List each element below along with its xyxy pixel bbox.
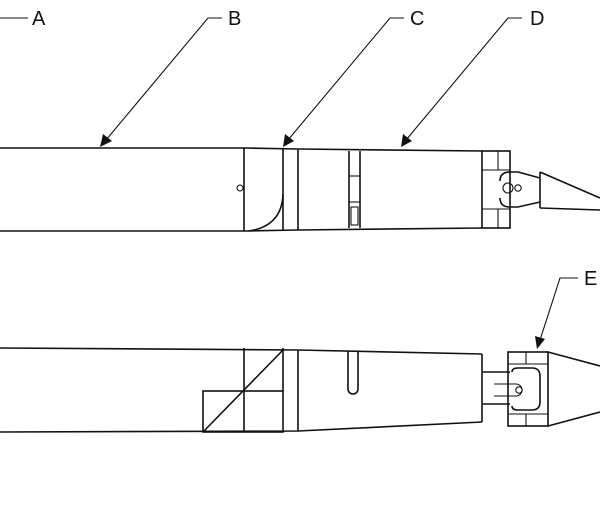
side-view-assembly	[0, 347, 600, 433]
clevis-block	[507, 351, 549, 427]
callout-a: A	[0, 8, 46, 30]
callout-d: D	[401, 8, 544, 147]
diagonal-cut-box	[202, 390, 284, 433]
callout-label-d: D	[530, 8, 544, 30]
end-block	[481, 150, 511, 229]
side-tapered-nose	[547, 351, 600, 367]
clevis-jaw	[499, 171, 541, 208]
callout-label-c: C	[410, 8, 424, 30]
side-slot	[347, 351, 359, 395]
body-bottom-edge	[0, 227, 483, 232]
side-body-top	[0, 347, 483, 355]
clevis-pin	[514, 184, 522, 192]
callout-label-a: A	[32, 8, 46, 30]
tapered-tip	[539, 171, 600, 199]
callout-label-b: B	[228, 8, 241, 30]
slot-window	[350, 206, 359, 226]
pivot-hole	[236, 184, 244, 192]
top-view-assembly	[0, 147, 600, 232]
callout-c: C	[283, 8, 424, 147]
body-top-edge	[0, 147, 483, 152]
callout-b: B	[100, 8, 241, 147]
curved-fillet	[248, 193, 284, 232]
callout-e: E	[535, 268, 597, 349]
side-body-bottom	[0, 421, 483, 433]
callout-label-e: E	[584, 268, 597, 290]
side-clevis-pin	[515, 386, 523, 394]
